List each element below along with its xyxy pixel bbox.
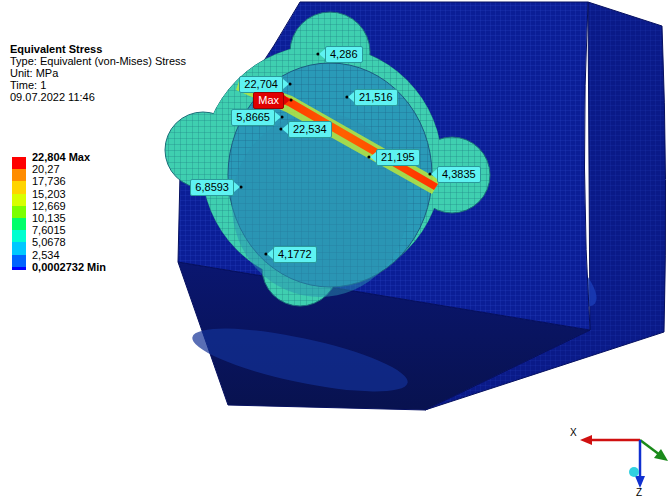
probe-value: 6,8593: [195, 181, 229, 193]
legend-value: 22,804 Max: [32, 151, 90, 163]
probe-callout: Max: [253, 92, 284, 109]
time-label: Time: 1: [10, 79, 46, 91]
legend-value: 5,0678: [32, 236, 66, 248]
unit-label: Unit: MPa: [10, 67, 58, 79]
legend-swatch: [12, 218, 26, 230]
legend-value: 0,0002732 Min: [32, 261, 106, 273]
date-label: 09.07.2022 11:46: [10, 91, 95, 103]
legend-swatch: [12, 267, 26, 270]
probe-callout: 4,286: [325, 46, 363, 63]
probe-callout: 6,8593: [190, 179, 234, 196]
probe-callout: 21,195: [376, 149, 420, 166]
probe-callout: 4,1772: [273, 246, 317, 263]
callout-pointer: [319, 49, 325, 59]
probe-callout: 4,3835: [437, 166, 481, 183]
probe-callout: 5,8665: [231, 109, 275, 126]
legend-swatch: [12, 255, 26, 267]
callout-pointer: [370, 152, 376, 162]
probe-value: 4,3835: [442, 168, 476, 180]
probe-value: Max: [258, 94, 279, 106]
probe-value: 22,534: [293, 123, 327, 135]
legend-value: 17,736: [32, 175, 66, 187]
legend-value: 15,203: [32, 188, 66, 200]
legend-swatch: [12, 230, 26, 242]
callout-pointer: [283, 79, 289, 89]
callout-pointer: [348, 92, 354, 102]
legend-value: 20,27: [32, 163, 60, 175]
legend-swatch: [12, 157, 26, 169]
probe-value: 21,195: [381, 151, 415, 163]
result-type: Type: Equivalent (von-Mises) Stress: [10, 55, 186, 67]
legend-swatch: [12, 169, 26, 181]
probe-value: 22,704: [244, 78, 278, 90]
legend-value: 10,135: [32, 212, 66, 224]
probe-value: 21,516: [359, 91, 393, 103]
callout-pointer: [431, 169, 437, 179]
probe-callout: 22,534: [288, 121, 332, 138]
callout-pointer: [284, 95, 290, 105]
probe-callout: 21,516: [354, 89, 398, 106]
callout-pointer: [234, 182, 240, 192]
legend-swatch: [12, 242, 26, 254]
legend-title: Equivalent Stress: [10, 43, 102, 55]
legend-swatch: [12, 194, 26, 206]
axis-label: Z: [636, 487, 642, 499]
legend-value: 12,669: [32, 200, 66, 212]
legend-value: 7,6015: [32, 224, 66, 236]
legend-swatch: [12, 206, 26, 218]
callout-pointer: [267, 249, 273, 259]
legend-swatch: [12, 181, 26, 193]
probe-value: 5,8665: [236, 111, 270, 123]
axis-label: X: [570, 427, 577, 439]
probe-value: 4,286: [330, 48, 358, 60]
probe-value: 4,1772: [278, 248, 312, 260]
probe-callout: 22,704: [239, 76, 283, 93]
legend-value: 2,534: [32, 249, 60, 261]
callout-pointer: [275, 112, 281, 122]
callout-pointer: [282, 124, 288, 134]
